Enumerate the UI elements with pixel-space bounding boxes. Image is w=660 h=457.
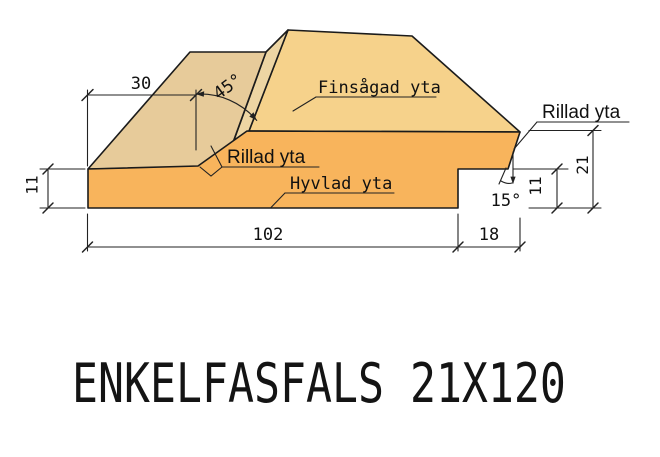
label-hyvlad-yta: Hyvlad yta	[290, 174, 392, 194]
label-leaders	[199, 96, 630, 209]
label-finsagad-yta: Finsågad yta	[318, 77, 441, 98]
dim-102-value: 102	[253, 225, 284, 245]
dim-30-value: 30	[131, 74, 151, 94]
profile-shapes	[87, 29, 521, 209]
annotation-lines	[39, 88, 630, 253]
dim-18-value: 18	[479, 225, 499, 245]
dim-11-left-lines	[39, 163, 86, 214]
angle-15-lines	[498, 151, 516, 185]
dim-21-right-value: 21	[573, 155, 592, 174]
dim-102-18-lines	[81, 213, 526, 253]
dim-11-21-right-lines	[512, 124, 602, 214]
angle-45-arc	[195, 91, 258, 121]
drawing-title: ENKELFASFALS 21X120	[72, 352, 566, 415]
angle-15-value: 15°	[491, 191, 522, 211]
dim-11-right-value: 11	[526, 176, 545, 195]
dim-11-left-value: 11	[23, 175, 42, 194]
label-rillad-yta-left: Rillad yta	[227, 147, 306, 168]
dim-30-lines	[81, 88, 203, 167]
label-rillad-yta-right: Rillad yta	[542, 102, 621, 123]
front-face-polygon	[87, 130, 521, 209]
annotation-text: 30 45° 11 102 18 11 21 15° Finsågad yta …	[23, 70, 621, 245]
